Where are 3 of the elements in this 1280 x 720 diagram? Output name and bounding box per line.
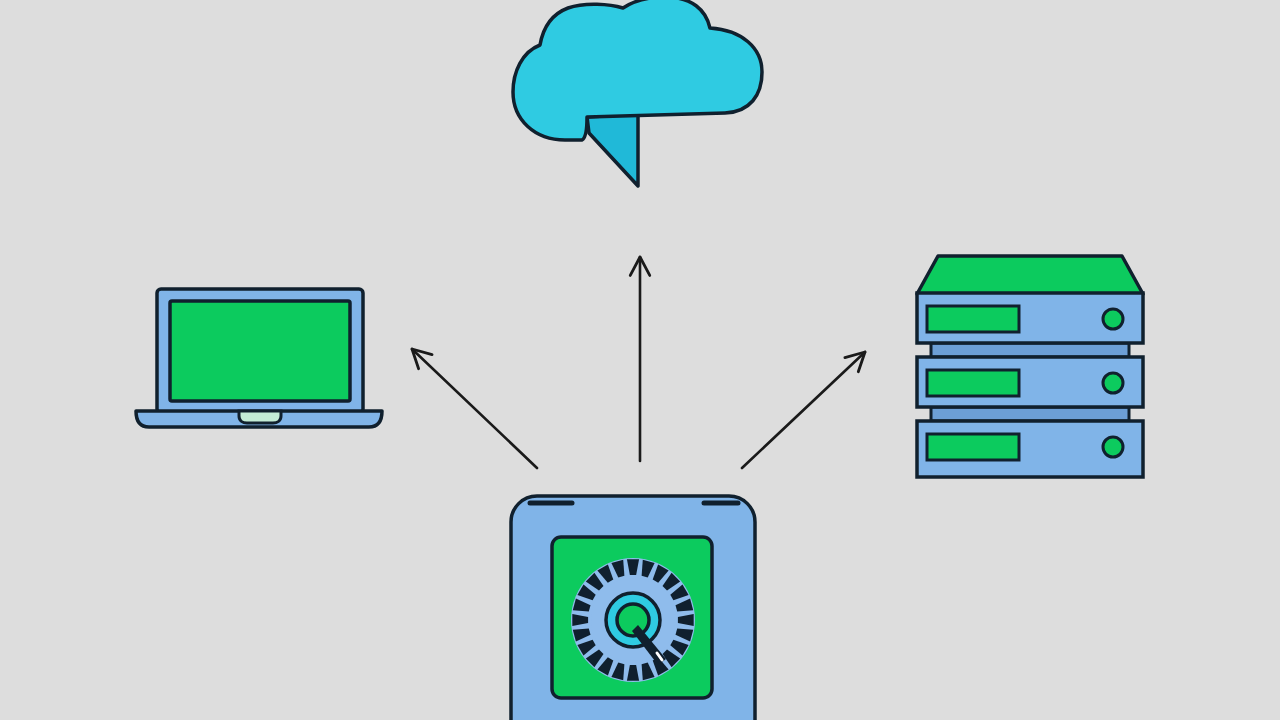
arrow [628,255,652,463]
arrow [410,347,539,470]
arrow [740,350,867,470]
